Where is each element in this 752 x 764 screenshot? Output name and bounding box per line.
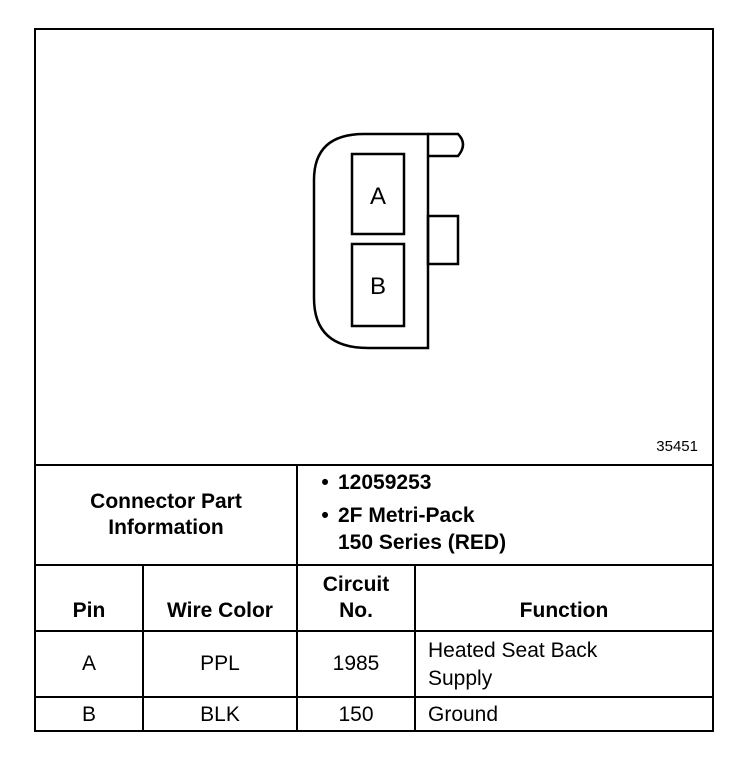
bullet: • [321, 471, 329, 494]
divider [36, 630, 712, 632]
pin-label-a: A [370, 183, 386, 210]
divider [36, 464, 712, 466]
row-a-function: Heated Seat Back Supply [428, 634, 708, 696]
divider [36, 564, 712, 566]
divider [414, 564, 416, 732]
part-info-label: Connector Part Information [36, 466, 296, 564]
bullet: • [321, 504, 329, 527]
row-a-function-line2: Supply [428, 667, 493, 690]
row-a-wire-color: PPL [200, 652, 240, 675]
connector-series: 150 Series (RED) [338, 531, 507, 554]
header-pin: Pin [72, 599, 106, 622]
divider [36, 696, 712, 698]
divider [142, 564, 144, 732]
row-b-circuit: 150 [338, 703, 374, 726]
row-a-function-line1: Heated Seat Back [428, 639, 598, 662]
connector-lock-tab [428, 132, 465, 158]
header-circuit-no: Circuit No. [298, 566, 414, 630]
header-circuit-line1: Circuit [322, 573, 390, 596]
figure-id: 35451 [656, 438, 698, 455]
header-circuit-line2: No. [339, 599, 373, 622]
row-a-circuit: 1985 [332, 652, 380, 675]
part-info-list: • 12059253 • 2F Metri-Pack 150 Series (RED… [312, 469, 506, 556]
connector-family: 2F Metri-Pack [338, 504, 475, 527]
divider [296, 464, 298, 732]
connector-chart-frame: A B 35451 Connector Part Information • 12… [34, 28, 714, 732]
row-b-wire-color: BLK [200, 703, 240, 726]
row-b-function: Ground [428, 703, 499, 726]
pin-label-b: B [370, 273, 386, 300]
pin-cavity-b [350, 242, 406, 328]
pin-cavity-a [350, 152, 406, 236]
row-b-pin: B [81, 703, 96, 726]
header-wire-color: Wire Color [167, 599, 273, 622]
connector-body [312, 132, 430, 350]
header-function: Function [519, 599, 609, 622]
connector-face-diagram: A B [312, 132, 465, 350]
connector-key [426, 214, 460, 266]
part-info-label-text: Connector Part Information [90, 490, 242, 539]
part-number: 12059253 [338, 471, 432, 494]
row-a-pin: A [81, 652, 96, 675]
